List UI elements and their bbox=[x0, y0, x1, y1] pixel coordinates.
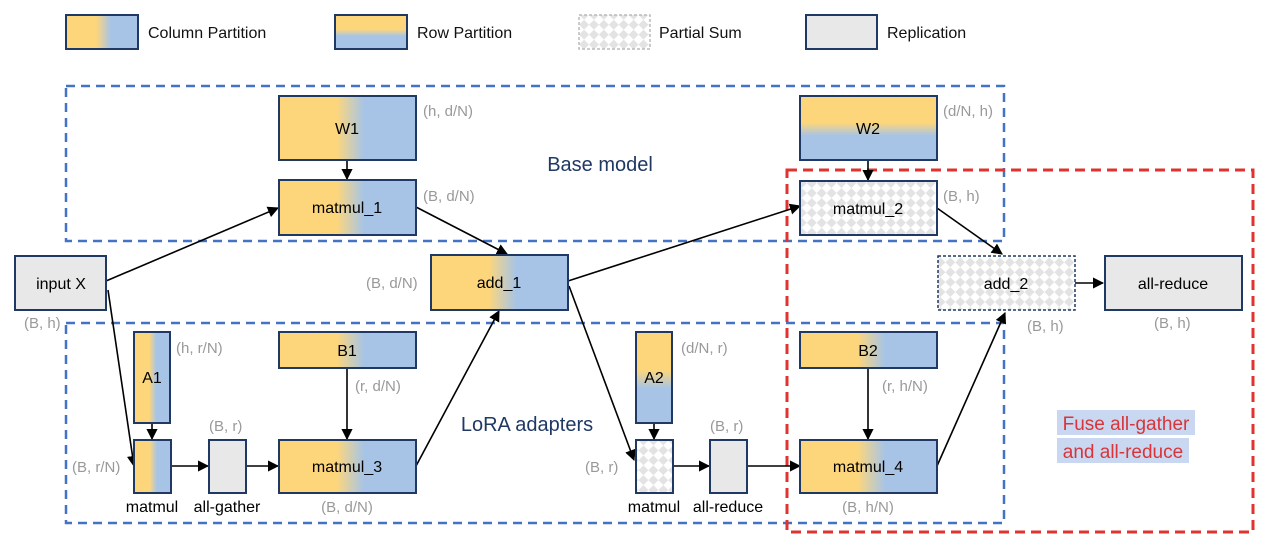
legend-partial-sum-label: Partial Sum bbox=[659, 25, 742, 42]
node-w2 bbox=[799, 95, 938, 161]
shape-b1: (r, d/N) bbox=[355, 378, 401, 395]
shape-a2: (d/N, r) bbox=[681, 340, 728, 357]
shape-input-x: (B, h) bbox=[24, 315, 61, 332]
edges bbox=[105, 160, 1105, 472]
node-w2-label: W2 bbox=[856, 121, 880, 138]
shape-matmul-4: (B, h/N) bbox=[842, 499, 894, 516]
node-a1-label: A1 bbox=[142, 370, 162, 387]
node-matmul-2-label: matmul_2 bbox=[833, 201, 903, 218]
edge-matmul4-add2 bbox=[936, 311, 1007, 467]
node-w1 bbox=[278, 95, 417, 161]
base-model-region bbox=[64, 84, 1006, 243]
node-w1-label: W1 bbox=[335, 121, 359, 138]
node-all-reduce-final-label: all-reduce bbox=[1138, 276, 1208, 293]
legend-row-partition-label: Row Partition bbox=[417, 25, 512, 42]
node-a1 bbox=[133, 331, 171, 424]
shape-all-reduce-lora: (B, r) bbox=[710, 418, 743, 435]
shape-matmul-2: (B, h) bbox=[943, 188, 980, 205]
node-matmul-4 bbox=[799, 439, 938, 494]
legend-column-partition-swatch bbox=[65, 14, 139, 50]
shape-w1: (h, d/N) bbox=[423, 103, 473, 120]
edge-add1-matmula2 bbox=[568, 285, 636, 462]
node-b1 bbox=[278, 331, 417, 369]
fuse-highlight-2 bbox=[1057, 438, 1189, 463]
node-input-x bbox=[14, 255, 107, 311]
node-a2 bbox=[635, 331, 673, 424]
node-all-reduce-final bbox=[1104, 255, 1243, 311]
shape-all-reduce-final: (B, h) bbox=[1154, 315, 1191, 332]
node-matmul-3 bbox=[278, 439, 417, 494]
edge-input-matmul1 bbox=[105, 206, 280, 282]
legend-partial-sum-swatch bbox=[578, 14, 651, 50]
fuse-region bbox=[785, 168, 1255, 534]
node-add-1 bbox=[430, 254, 569, 311]
node-matmul-1 bbox=[278, 179, 417, 236]
edge-add1-matmul2 bbox=[567, 203, 802, 282]
shape-b2: (r, h/N) bbox=[882, 378, 928, 395]
node-matmul-4-label: matmul_4 bbox=[833, 459, 903, 476]
shape-a1: (h, r/N) bbox=[176, 340, 223, 357]
node-b2-label: B2 bbox=[858, 343, 878, 360]
node-all-gather bbox=[208, 439, 247, 494]
shape-matmul-1: (B, d/N) bbox=[423, 188, 475, 205]
node-all-reduce-lora bbox=[709, 439, 748, 494]
edge-matmul3-add1 bbox=[415, 310, 500, 467]
shape-w2: (d/N, h) bbox=[943, 103, 993, 120]
legend-column-partition-label: Column Partition bbox=[148, 25, 266, 42]
fuse-caption-line2: and all-reduce bbox=[1063, 442, 1183, 463]
fuse-caption-line1: Fuse all-gather bbox=[1063, 414, 1190, 435]
node-matmul-a1-label: matmul bbox=[126, 499, 178, 516]
shape-add-1: (B, d/N) bbox=[366, 275, 418, 292]
node-matmul-a2-label: matmul bbox=[628, 499, 680, 516]
node-matmul-1-label: matmul_1 bbox=[312, 200, 382, 217]
node-a2-label: A2 bbox=[644, 370, 664, 387]
shape-all-gather: (B, r) bbox=[209, 418, 242, 435]
node-add-2-label: add_2 bbox=[984, 276, 1029, 293]
shape-matmul-a1: (B, r/N) bbox=[72, 459, 120, 476]
legend-row-partition-swatch bbox=[334, 14, 408, 50]
fuse-highlight-1 bbox=[1057, 410, 1195, 435]
node-add-1-label: add_1 bbox=[477, 275, 522, 292]
node-all-reduce-lora-label: all-reduce bbox=[693, 499, 763, 516]
node-matmul-a2 bbox=[635, 439, 674, 494]
lora-adapters-region bbox=[64, 321, 1006, 525]
node-b2 bbox=[799, 331, 938, 369]
legend: Column Partition Row Partition Partial S… bbox=[65, 14, 966, 50]
node-matmul-2 bbox=[799, 180, 938, 236]
node-matmul-3-label: matmul_3 bbox=[312, 459, 382, 476]
node-b1-label: B1 bbox=[337, 343, 357, 360]
node-matmul-a1 bbox=[133, 439, 172, 494]
base-model-title: Base model bbox=[547, 154, 653, 176]
node-input-x-label: input X bbox=[36, 276, 86, 293]
legend-replication-swatch bbox=[805, 14, 878, 50]
edge-matmul2-add2 bbox=[936, 207, 1003, 255]
node-add-2 bbox=[937, 255, 1076, 311]
node-all-gather-label: all-gather bbox=[194, 499, 261, 516]
shape-add-2: (B, h) bbox=[1027, 318, 1064, 335]
shape-matmul-3: (B, d/N) bbox=[321, 499, 373, 516]
shape-matmul-a2: (B, r) bbox=[585, 459, 618, 476]
legend-replication-label: Replication bbox=[887, 25, 966, 42]
edge-matmul1-add1 bbox=[415, 206, 508, 255]
edge-input-matmula1 bbox=[107, 289, 139, 468]
lora-adapters-title: LoRA adapters bbox=[461, 414, 593, 436]
